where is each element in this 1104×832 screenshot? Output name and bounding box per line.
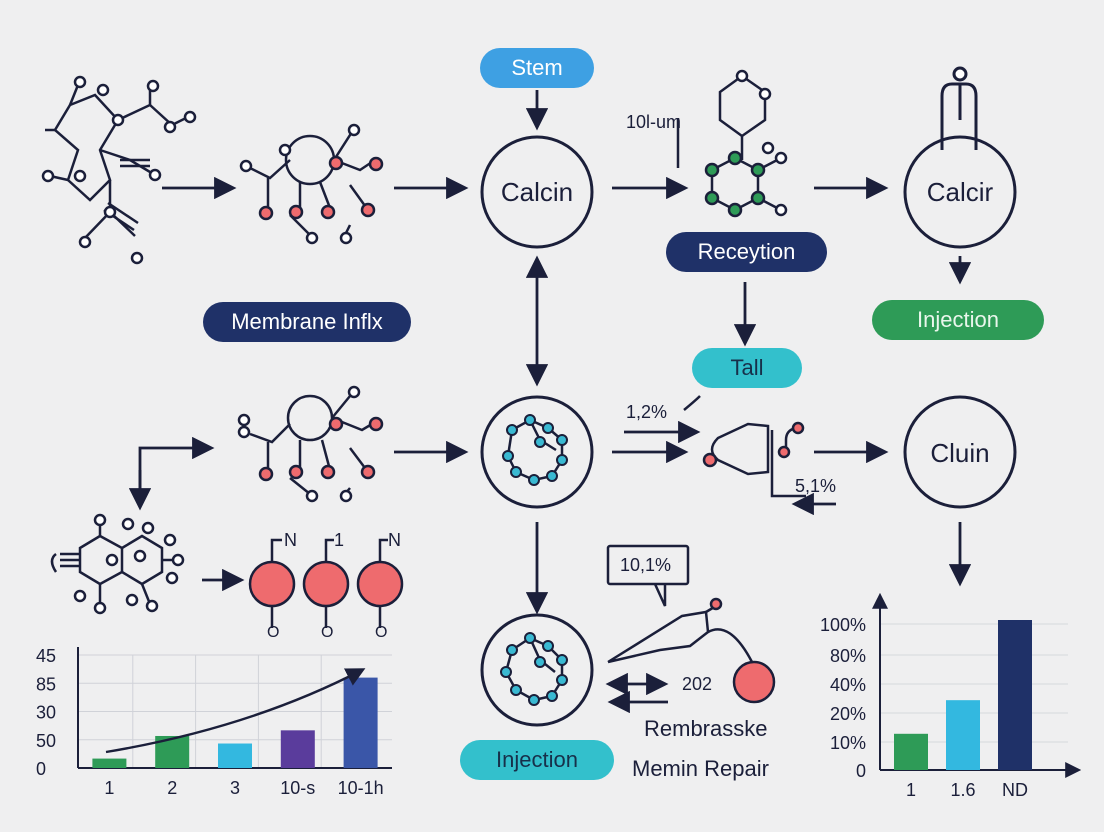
bar	[894, 733, 928, 770]
bar	[218, 743, 252, 768]
label-rembrasske: Rembrasske	[644, 716, 768, 741]
chart-left: 0 50 30 85 45 1 2 3 10-s 10-1h	[36, 646, 392, 798]
chart-right: 0 10% 20% 40% 80% 100% 1 1.6 ND	[820, 592, 1082, 800]
y-tick-label: 50	[36, 731, 56, 751]
sphere-label-o-left: O	[267, 624, 280, 641]
node-calcin	[480, 135, 594, 249]
flask-icon	[940, 66, 978, 150]
y-tick-label: 45	[36, 646, 56, 666]
pct-label-a: 1,2%	[626, 402, 668, 422]
x-tick-label: 10-1h	[338, 778, 384, 798]
x-tick-label: 1	[104, 778, 114, 798]
node-bottom-ring	[480, 613, 594, 727]
sphere-label-1: 1	[334, 530, 345, 550]
molecule-structure-5	[50, 520, 178, 608]
label-memin-repair: Memin Repair	[632, 756, 769, 781]
sphere-label-o-mid: O	[321, 624, 334, 641]
ring-molecule-middle-atoms	[502, 414, 568, 486]
pill-injection-bottom: Injection	[460, 740, 614, 780]
sphere-label-o-right: O	[375, 624, 388, 641]
pill-stem: Stem	[480, 48, 594, 88]
node-circles	[480, 135, 1017, 727]
pill-receyption: Receytion	[666, 232, 827, 272]
node-label-calcin: Calcin	[500, 176, 574, 207]
bar	[343, 677, 378, 768]
funnel-device	[683, 395, 806, 498]
x-tick-label: 1	[906, 780, 916, 800]
molecule-4-atoms	[237, 385, 384, 503]
y-tick-label: 100%	[820, 615, 866, 635]
pill-membrane-influx: Membrane Inflx	[203, 302, 411, 342]
scale-label: 10l-um	[626, 112, 682, 132]
trend-line	[105, 668, 366, 754]
membrane-repair-device	[606, 544, 754, 664]
sphere-label-n-right: N	[388, 530, 401, 550]
pill-injection-top: Injection	[872, 300, 1044, 340]
y-tick-label: 40%	[830, 675, 866, 695]
node-label-cluin: Cluin	[930, 437, 990, 468]
bar	[280, 730, 315, 768]
bar	[92, 758, 127, 768]
x-tick-label: ND	[1002, 780, 1028, 800]
node-label-calcir: Calcir	[926, 176, 994, 207]
y-tick-label: 30	[36, 703, 56, 723]
bar	[946, 700, 980, 770]
node-calcir	[903, 135, 1017, 249]
membrane-atoms	[709, 597, 776, 704]
flow-arrows	[128, 90, 972, 714]
arrow-elbow-left	[138, 436, 215, 500]
x-tick-label: 1.6	[950, 780, 975, 800]
pct-label-b: 5,1%	[795, 476, 837, 496]
y-tick-label: 0	[856, 761, 866, 781]
bar	[998, 620, 1032, 770]
sphere-label-n-left: N	[284, 530, 297, 550]
molecule-structure-1	[45, 84, 189, 239]
x-tick-label: 2	[167, 778, 177, 798]
molecule-2-atoms	[239, 123, 384, 245]
y-tick-label: 80%	[830, 646, 866, 666]
arrow-value-label: 202	[682, 674, 713, 694]
node-middle-ring	[480, 395, 594, 509]
y-tick-label: 0	[36, 759, 46, 779]
y-tick-label: 10%	[830, 733, 866, 753]
x-tick-label: 10-s	[280, 778, 315, 798]
x-tick-label: 3	[230, 778, 240, 798]
callout-label: 10,1%	[620, 555, 672, 575]
y-tick-label: 85	[36, 674, 56, 694]
molecule-3-atoms	[704, 69, 788, 218]
red-spheres	[248, 538, 404, 628]
y-tick-label: 20%	[830, 704, 866, 724]
molecule-5-atoms	[73, 513, 185, 615]
node-cluin	[903, 395, 1017, 509]
pill-tall: Tall	[692, 348, 802, 388]
ring-molecule-bottom-atoms	[500, 632, 568, 706]
funnel-atoms	[702, 421, 805, 468]
molecule-1-atoms	[41, 75, 197, 265]
